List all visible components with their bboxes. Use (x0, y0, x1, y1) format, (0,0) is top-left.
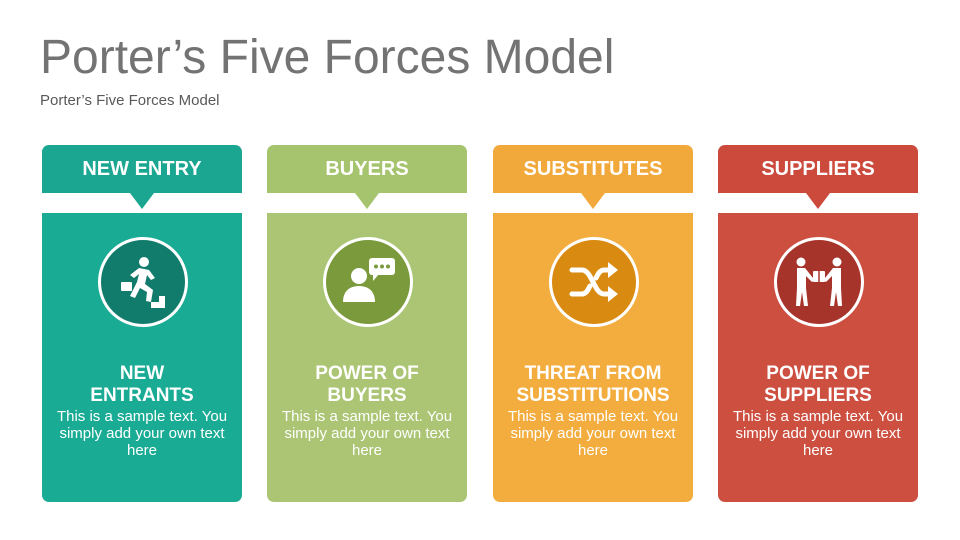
card-buyers: BUYERS POWER OF BUYERS This is (267, 145, 467, 502)
page-title: Porter’s Five Forces Model (40, 31, 615, 84)
card-body: NEW ENTRANTS This is a sample text. You … (42, 213, 242, 502)
card-substitutes: SUBSTITUTES THREAT FROM SUBSTITUTIONS Th… (493, 145, 693, 502)
card-header: SUBSTITUTES (493, 145, 693, 193)
card-body: THREAT FROM SUBSTITUTIONS This is a samp… (493, 213, 693, 502)
icon-badge (98, 237, 188, 327)
card-heading: POWER OF SUPPLIERS (764, 363, 872, 406)
icon-badge (323, 237, 413, 327)
card-body: POWER OF SUPPLIERS This is a sample text… (718, 213, 918, 502)
card-description: This is a sample text. You simply add yo… (507, 408, 679, 459)
buyer-chat-icon (343, 258, 395, 302)
card-description: This is a sample text. You simply add yo… (56, 408, 228, 459)
header-pointer (130, 193, 154, 209)
card-header: NEW ENTRY (42, 145, 242, 193)
card-header: BUYERS (267, 145, 467, 193)
card-description: This is a sample text. You simply add yo… (732, 408, 904, 459)
icon-badge (549, 237, 639, 327)
card-description: This is a sample text. You simply add yo… (281, 408, 453, 459)
card-header: SUPPLIERS (718, 145, 918, 193)
header-pointer (806, 193, 830, 209)
icon-badge (774, 237, 864, 327)
header-pointer (581, 193, 605, 209)
shuffle-icon (569, 262, 618, 302)
card-heading: NEW ENTRANTS (90, 363, 194, 406)
card-body: POWER OF BUYERS This is a sample text. Y… (267, 213, 467, 502)
runner-entering-icon (121, 257, 165, 308)
card-heading: POWER OF BUYERS (315, 363, 419, 406)
card-heading: THREAT FROM SUBSTITUTIONS (516, 363, 670, 406)
handover-icon (796, 257, 842, 306)
header-pointer (355, 193, 379, 209)
card-suppliers: SUPPLIERS POWER OF SUPPLIERS This is a s… (718, 145, 918, 502)
page-subtitle: Porter’s Five Forces Model (40, 92, 220, 109)
card-new-entry: NEW ENTRY NEW ENTRANTS This is a sample … (42, 145, 242, 502)
